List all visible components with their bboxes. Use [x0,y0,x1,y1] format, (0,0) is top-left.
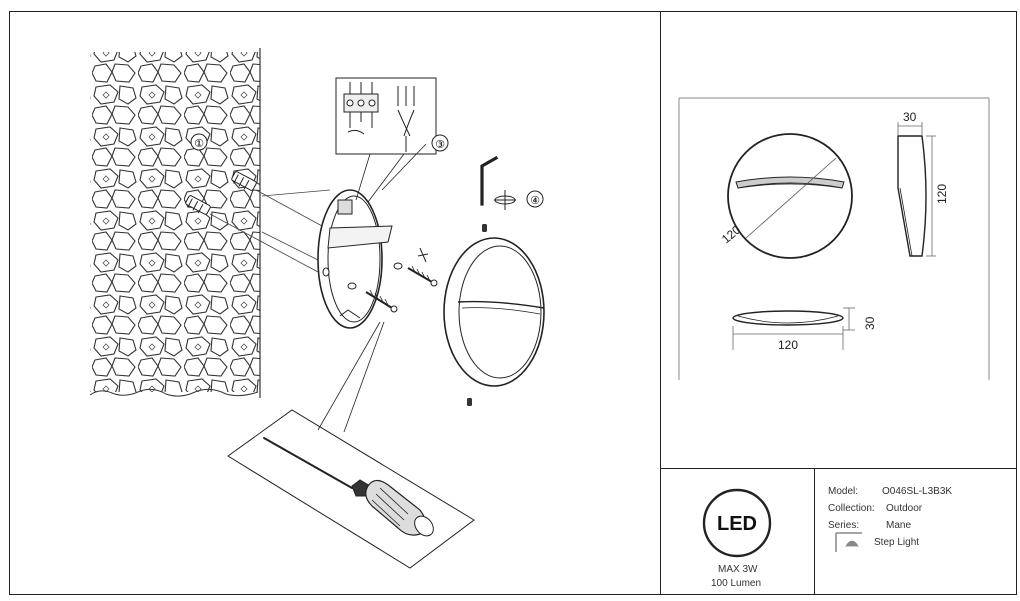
wall-plug-lower [185,195,211,215]
front-view [727,133,853,259]
dimension-drawing-frame [678,97,990,380]
dim-bottom-height: 30 [863,316,877,330]
set-screw-bottom [467,398,472,406]
svg-text:③: ③ [435,138,445,151]
model-label: Model: [828,486,859,497]
screwdriver [263,437,434,537]
set-screw-top [482,224,487,232]
series-label: Series: [828,520,860,531]
led-badge: LED [702,488,772,558]
led-logo: LED [717,513,757,535]
bottom-view [732,310,844,326]
svg-text:④: ④ [530,194,540,207]
side-view [897,135,927,257]
terminal-block [343,82,379,135]
screw-left [365,289,398,313]
led-lumen: 100 Lumen [711,578,762,589]
wire-ends [397,86,415,152]
wiring-detail [335,77,437,203]
mounting-base-plate [317,189,393,329]
series-value: Mane [886,520,912,531]
type-value: Step Light [874,537,920,548]
led-power: MAX 3W [718,564,758,575]
screwdriver-panel [227,321,475,569]
model-value: O046SL-L3B3K [882,486,953,497]
screw-right [393,247,438,287]
luminaire-cover [443,237,545,387]
set-screw [494,190,516,210]
step-marker-3: ③ [431,134,449,152]
projection-lines [209,189,331,273]
dim-bottom-width: 120 [778,338,798,352]
sheet-frame [9,11,1017,595]
collection-value: Outdoor [886,503,923,514]
side-dimension-lines [897,122,936,257]
stone-wall [89,48,261,398]
svg-text:①: ① [194,137,204,150]
collection-label: Collection: [828,503,875,514]
step-light-icon [835,532,862,552]
bottom-dimension-lines [732,307,855,350]
allen-key [480,155,499,206]
dim-side-depth: 30 [903,110,917,124]
step-marker-1: ① [190,133,208,151]
dim-side-height: 120 [935,184,949,204]
step-marker-4: ④ [526,190,544,208]
wall-plug-upper [231,171,257,191]
